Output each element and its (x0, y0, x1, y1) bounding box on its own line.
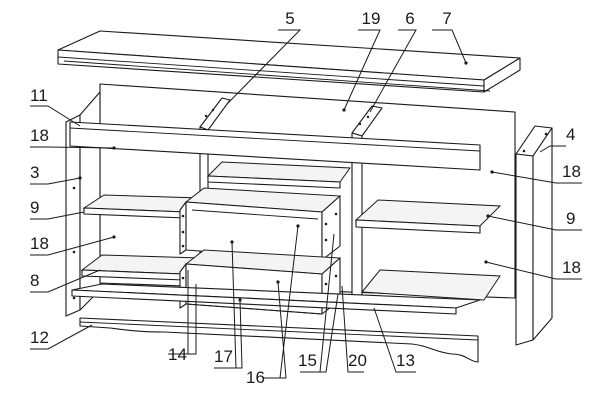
right-side-panel (515, 125, 553, 346)
label-part-15: 15 (298, 351, 317, 370)
label-part-18-left-top: 18 (30, 126, 49, 145)
shelf-right (354, 199, 502, 234)
label-part-8: 8 (30, 271, 39, 290)
label-part-16: 16 (246, 368, 265, 387)
bottom-shelf-right (360, 269, 501, 301)
label-part-4: 4 (566, 125, 575, 144)
leader-lines (30, 29, 582, 379)
label-part-18-right-top: 18 (562, 162, 581, 181)
label-part-18-left-mid: 18 (30, 234, 49, 253)
label-part-14: 14 (168, 345, 187, 364)
front-top-rail (69, 121, 481, 171)
middle-shelf (206, 161, 351, 189)
label-part-5: 5 (285, 9, 294, 28)
label-part-9-left: 9 (30, 198, 39, 217)
label-part-6: 6 (405, 9, 414, 28)
label-part-19: 19 (362, 9, 381, 28)
label-part-13: 13 (396, 351, 415, 370)
label-part-3: 3 (30, 163, 39, 182)
plinth (79, 317, 479, 363)
drawer-upper (179, 187, 342, 261)
part-labels: 5 19 6 7 11 18 3 9 18 8 12 4 18 9 18 14 … (30, 9, 581, 387)
label-part-18-right-bottom: 18 (562, 258, 581, 277)
label-part-9-right: 9 (566, 209, 575, 228)
label-part-20: 20 (348, 351, 367, 370)
leader-dots (78, 61, 494, 302)
top-panel (57, 30, 521, 93)
label-part-7: 7 (442, 9, 451, 28)
label-part-12: 12 (30, 328, 49, 347)
label-part-17: 17 (214, 347, 233, 366)
bottom-rail (71, 283, 481, 315)
label-part-11: 11 (30, 86, 48, 105)
